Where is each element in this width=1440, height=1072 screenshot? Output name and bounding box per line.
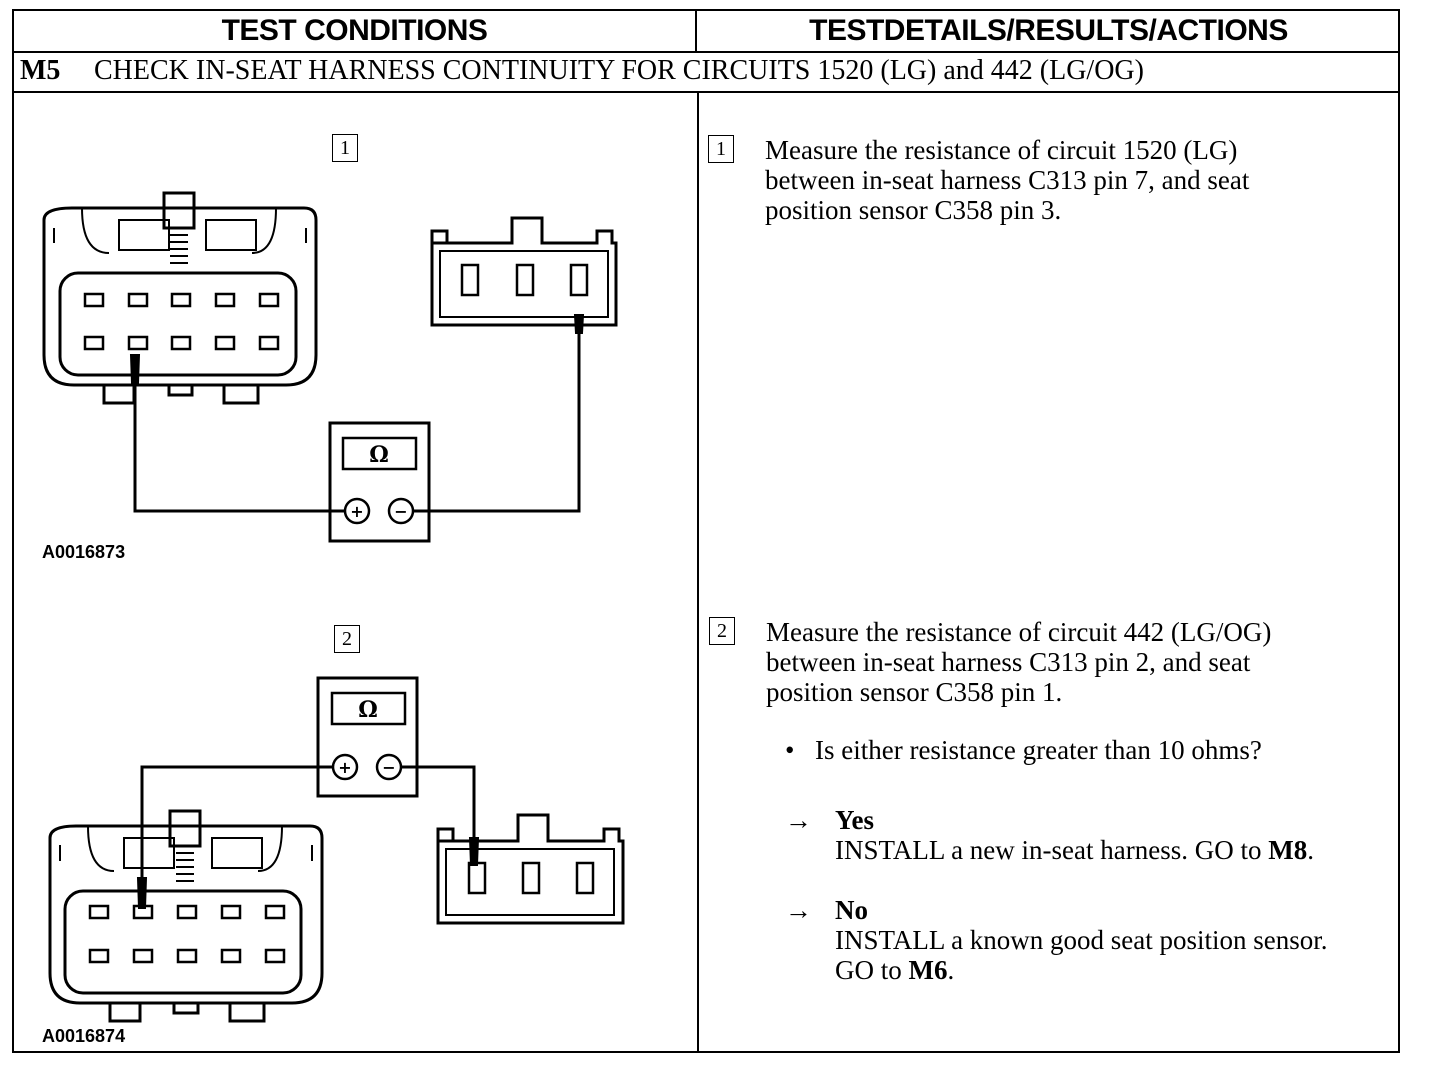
detail-2-text: Measure the resistance of circuit 442 (L… <box>766 617 1271 707</box>
header-test-conditions: TEST CONDITIONS <box>14 11 697 51</box>
procedure-table: TEST CONDITIONS TESTDETAILS/RESULTS/ACTI… <box>12 9 1400 1053</box>
figure-2-minus-terminal: − <box>382 758 395 777</box>
yes-label: Yes <box>835 805 874 835</box>
no-result: No INSTALL a known good seat position se… <box>835 895 1328 985</box>
question-text: Is either resistance greater than 10 ohm… <box>815 735 1262 765</box>
detail-2-line-2: between in-seat harness C313 pin 2, and … <box>766 647 1251 677</box>
figure-2-id: A0016874 <box>42 1026 126 1046</box>
figure-1-step-number: 1 <box>332 134 358 162</box>
figure-2-ohm-symbol: Ω <box>358 697 378 723</box>
no-label: No <box>835 895 868 925</box>
yes-goto-link[interactable]: M8 <box>1268 835 1308 865</box>
figure-1-sensor-connector <box>430 216 618 327</box>
figure-2-ohmmeter <box>316 676 419 798</box>
figure-2-sensor-connector <box>436 813 625 925</box>
yes-result: Yes INSTALL a new in-seat harness. GO to… <box>835 805 1314 865</box>
figure-2-diagram: Ω + − <box>48 676 625 1023</box>
detail-1-line-3: position sensor C358 pin 3. <box>765 195 1062 225</box>
figure-1-ohmmeter <box>328 421 431 543</box>
yes-arrow-icon: → <box>785 805 812 835</box>
yes-end: . <box>1307 835 1314 865</box>
figure-1-minus-terminal: − <box>394 502 407 521</box>
figure-1-diagram: Ω + − <box>42 191 618 543</box>
figure-1-plus-terminal: + <box>350 502 363 521</box>
column-divider <box>697 93 699 1053</box>
header-test-details: TESTDETAILS/RESULTS/ACTIONS <box>809 14 1288 47</box>
figure-1-harness-connector <box>42 206 318 387</box>
detail-1-line-2: between in-seat harness C313 pin 7, and … <box>765 165 1250 195</box>
step-title-row: M5 CHECK IN-SEAT HARNESS CONTINUITY FOR … <box>14 51 1398 93</box>
figure-1-ohm-symbol: Ω <box>369 442 389 468</box>
figure-2-step-number: 2 <box>334 625 360 653</box>
yes-action: INSTALL a new in-seat harness. GO to <box>835 835 1269 865</box>
detail-2-step-number: 2 <box>709 617 735 645</box>
detail-1-step-number: 1 <box>708 135 734 163</box>
no-goto-link[interactable]: M6 <box>908 955 948 985</box>
no-arrow-icon: → <box>785 895 812 925</box>
no-action-line-1: INSTALL a known good seat position senso… <box>835 925 1328 955</box>
figure-1-id: A0016873 <box>42 542 126 562</box>
no-action-line-2: GO to <box>835 955 909 985</box>
detail-2-line-3: position sensor C358 pin 1. <box>766 677 1063 707</box>
step-code: M5 <box>20 55 61 86</box>
figure-1-test-leads <box>133 323 581 513</box>
question-bullet: • <box>785 735 795 765</box>
table-header: TEST CONDITIONS TESTDETAILS/RESULTS/ACTI… <box>14 11 1398 53</box>
test-details-column: 1 Measure the resistance of circuit 1520… <box>699 93 1400 1053</box>
detail-1-line-1: Measure the resistance of circuit 1520 (… <box>765 135 1238 165</box>
test-conditions-column: 1 <box>14 93 697 1053</box>
figure-2-test-leads <box>140 765 476 908</box>
step-title: CHECK IN-SEAT HARNESS CONTINUITY FOR CIR… <box>94 55 1144 86</box>
figure-2-harness-connector <box>48 809 324 1023</box>
detail-1-text: Measure the resistance of circuit 1520 (… <box>765 135 1249 225</box>
detail-2-line-1: Measure the resistance of circuit 442 (L… <box>766 617 1272 647</box>
no-end: . <box>947 955 955 985</box>
figure-2-plus-terminal: + <box>338 758 351 777</box>
